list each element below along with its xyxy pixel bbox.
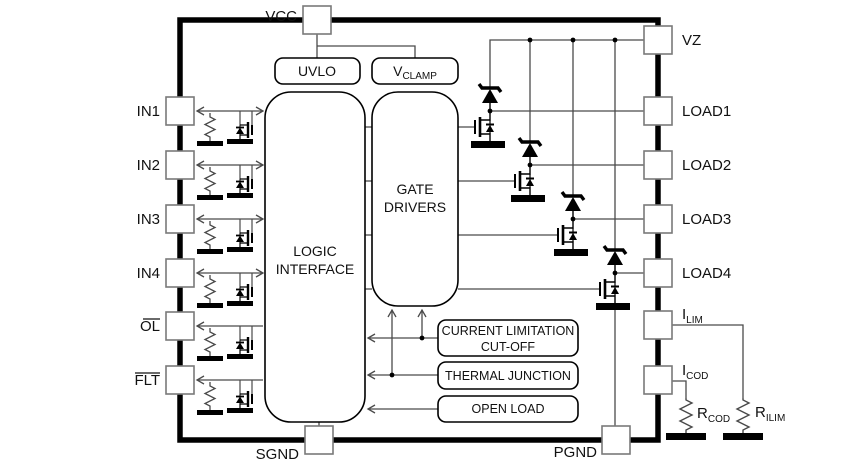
pin-label-vz: VZ: [682, 32, 701, 49]
gate-drivers-label-line1: GATE: [396, 181, 433, 197]
nmos-transistor-load1: [469, 109, 507, 150]
pin-ilim: [643, 310, 673, 340]
pin-load4: [643, 258, 673, 288]
blocks: UVLO VCLAMP LOGIC INTERFACE GATE DRIVERS…: [264, 57, 579, 423]
pin-label-in2: IN2: [137, 157, 160, 174]
thermal-junction-label: THERMAL JUNCTION: [445, 369, 571, 383]
pin-vz: [643, 25, 673, 55]
pin-label-load4: LOAD4: [682, 265, 731, 282]
arrowheads: [195, 106, 427, 414]
thermal-junction-block: [437, 361, 579, 390]
zener-diode: [477, 82, 503, 113]
pin-load3: [643, 204, 673, 234]
pin-load2: [643, 150, 673, 180]
input-esd-cell-ol: [195, 324, 255, 363]
input-esd-cell-in1: [195, 109, 255, 148]
input-esd-cell-flt: [195, 378, 255, 417]
pin-label-ol: OL: [140, 318, 160, 335]
pin-flt: [165, 365, 195, 395]
vclamp-label: VCLAMP: [393, 63, 437, 82]
pin-vcc: [302, 5, 332, 35]
pin-in3: [165, 204, 195, 234]
pin-ol: [165, 311, 195, 341]
zener-diode: [602, 244, 628, 275]
open-load-block: [437, 395, 579, 423]
zener-diode: [517, 136, 543, 167]
pin-label-vcc: VCC: [265, 8, 297, 25]
pin-label-load1: LOAD1: [682, 103, 731, 120]
current-limitation-label-line2: CUT-OFF: [481, 340, 536, 354]
pin-in1: [165, 96, 195, 126]
current-limitation-label-line1: CURRENT LIMITATION: [442, 324, 575, 338]
pin-label-in4: IN4: [137, 265, 160, 282]
pin-label-pgnd: PGND: [554, 444, 598, 461]
pin-label-in1: IN1: [137, 103, 160, 120]
uvlo-block: [274, 57, 361, 85]
pins: [165, 5, 673, 455]
nmos-transistor-load3: [552, 217, 590, 258]
pin-label-flt: FLT: [134, 372, 160, 389]
pin-label-icod: ICOD: [682, 362, 708, 382]
pin-in4: [165, 258, 195, 288]
uvlo-label: UVLO: [298, 63, 336, 79]
open-load-label: OPEN LOAD: [472, 402, 545, 416]
pin-label-load2: LOAD2: [682, 157, 731, 174]
external-labels: RCOD RILIM: [697, 404, 785, 425]
pin-label-ilim: ILIM: [682, 306, 703, 326]
gate-drivers-label-line2: DRIVERS: [384, 199, 446, 215]
current-limitation-block: [437, 319, 579, 357]
pin-load1: [643, 96, 673, 126]
pin-label-in3: IN3: [137, 211, 160, 228]
zener-diode: [560, 190, 586, 221]
logic-interface-block: [264, 91, 366, 423]
pin-label-sgnd: SGND: [256, 446, 300, 463]
rilim-label: RILIM: [755, 404, 785, 424]
nmos-transistor-load2: [509, 163, 547, 204]
input-esd-cell-in2: [195, 163, 255, 202]
pin-sgnd: [304, 425, 334, 455]
logic-interface-label-line2: INTERFACE: [276, 261, 355, 277]
junction-dots: [389, 37, 618, 378]
pin-label-load3: LOAD3: [682, 211, 731, 228]
pin-in2: [165, 150, 195, 180]
pin-labels: VCC VZ IN1 IN2 IN3 IN4 OL FLT LOAD1 LOAD…: [134, 8, 731, 463]
wires: [197, 34, 744, 426]
vclamp-block: [371, 57, 459, 85]
pin-icod: [643, 365, 673, 395]
rcod-label: RCOD: [697, 405, 730, 425]
input-esd-cell-in4: [195, 271, 255, 310]
input-esd-cell-in3: [195, 217, 255, 256]
pin-pgnd: [601, 425, 631, 455]
nmos-transistor-load4: [594, 271, 632, 312]
gate-drivers-block: [371, 91, 459, 307]
logic-interface-label-line1: LOGIC: [293, 243, 337, 259]
